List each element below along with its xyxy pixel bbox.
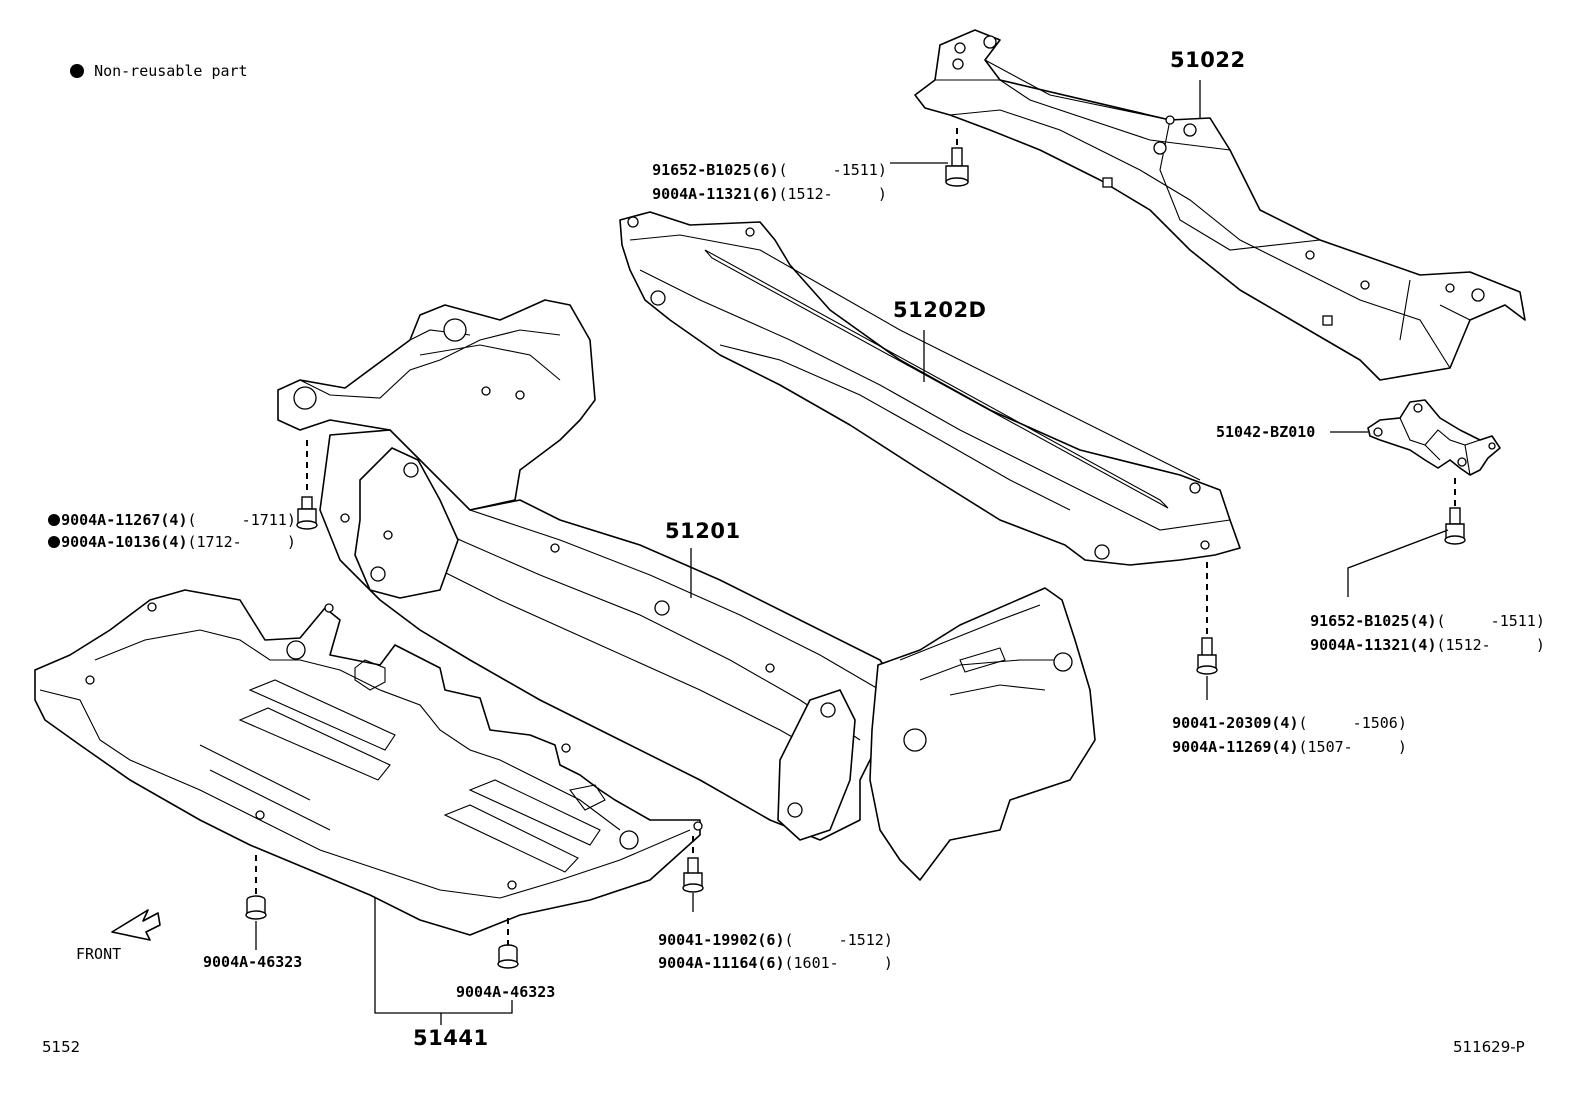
page-code-right: 511629-P [1453,1038,1525,1056]
fastener-f6[interactable]: 9004A-46323 [203,953,303,971]
label-51202D[interactable]: 51202D [893,298,987,322]
fastener-number: 9004A-11267(4) [61,511,188,529]
legend-text: Non-reusable part [94,62,248,80]
fastener-f2-b[interactable]: 9004A-10136(4)(1712- ) [30,517,296,551]
fastener-range: ( -1711) [187,511,296,529]
fastener-f5-a[interactable]: 90041-19902(6)( -1512) [640,915,893,949]
fastener-number: 90041-20309(4) [1172,714,1299,732]
bolt-f3[interactable] [1444,507,1466,545]
fastener-range: (1512- ) [778,185,887,203]
fastener-number: 90041-19902(6) [658,931,785,949]
part-51042-bracket[interactable] [1367,399,1501,476]
fastener-f3-a[interactable]: 91652-B1025(4)( -1511) [1292,596,1545,630]
front-arrow-icon [111,909,161,941]
fastener-number: 9004A-11321(4) [1310,636,1437,654]
bolt-f2[interactable] [296,496,318,530]
label-51042-BZ010[interactable]: 51042-BZ010 [1216,423,1316,441]
fastener-range: ( -1512) [784,931,893,949]
fastener-f7[interactable]: 9004A-46323 [456,983,556,1001]
fastener-f4-b[interactable]: 9004A-11269(4)(1507- ) [1154,722,1407,756]
page-code-left: 5152 [42,1038,81,1056]
fastener-f1-b[interactable]: 9004A-11321(6)(1512- ) [634,169,887,203]
fastener-f2-a[interactable]: 9004A-11267(4)( -1711) [30,495,296,529]
fastener-range: ( -1511) [778,161,887,179]
nut-f6[interactable] [245,895,267,920]
bolt-f5[interactable] [682,857,704,893]
non-reusable-dot-icon [48,536,61,548]
part-51201-crossmember[interactable] [277,299,1096,881]
fastener-number: 9004A-10136(4) [61,533,188,551]
non-reusable-dot-icon [48,514,61,526]
part-51441-undercover[interactable] [34,589,703,936]
legend: Non-reusable part [52,46,248,80]
fastener-range: (1601- ) [784,954,893,972]
fastener-range: (1507- ) [1298,738,1407,756]
non-reusable-dot-icon [70,64,85,78]
label-51022[interactable]: 51022 [1170,48,1246,72]
fastener-number: 9004A-11269(4) [1172,738,1299,756]
fastener-f1-a[interactable]: 91652-B1025(6)( -1511) [634,145,887,179]
leader-lines [255,80,1449,1025]
fastener-f3-b[interactable]: 9004A-11321(4)(1512- ) [1292,620,1545,654]
bolt-f4[interactable] [1196,637,1218,675]
fastener-f5-b[interactable]: 9004A-11164(6)(1601- ) [640,938,893,972]
fastener-f4-a[interactable]: 90041-20309(4)( -1506) [1154,698,1407,732]
bolt-f1[interactable] [945,147,969,187]
fastener-number: 91652-B1025(4) [1310,612,1437,630]
fastener-range: (1512- ) [1436,636,1545,654]
fastener-number: 9004A-11164(6) [658,954,785,972]
fastener-range: ( -1511) [1436,612,1545,630]
fastener-number: 91652-B1025(6) [652,161,779,179]
nut-f7[interactable] [497,944,519,969]
part-51202D-member[interactable] [619,211,1241,566]
fastener-range: ( -1506) [1298,714,1407,732]
part-51022-crossmember[interactable] [914,29,1526,381]
fastener-number: 9004A-11321(6) [652,185,779,203]
label-51201[interactable]: 51201 [665,519,741,543]
fastener-range: (1712- ) [187,533,296,551]
front-label: FRONT [76,945,122,963]
label-51441[interactable]: 51441 [413,1026,489,1050]
alignment-dashes [255,128,1456,945]
